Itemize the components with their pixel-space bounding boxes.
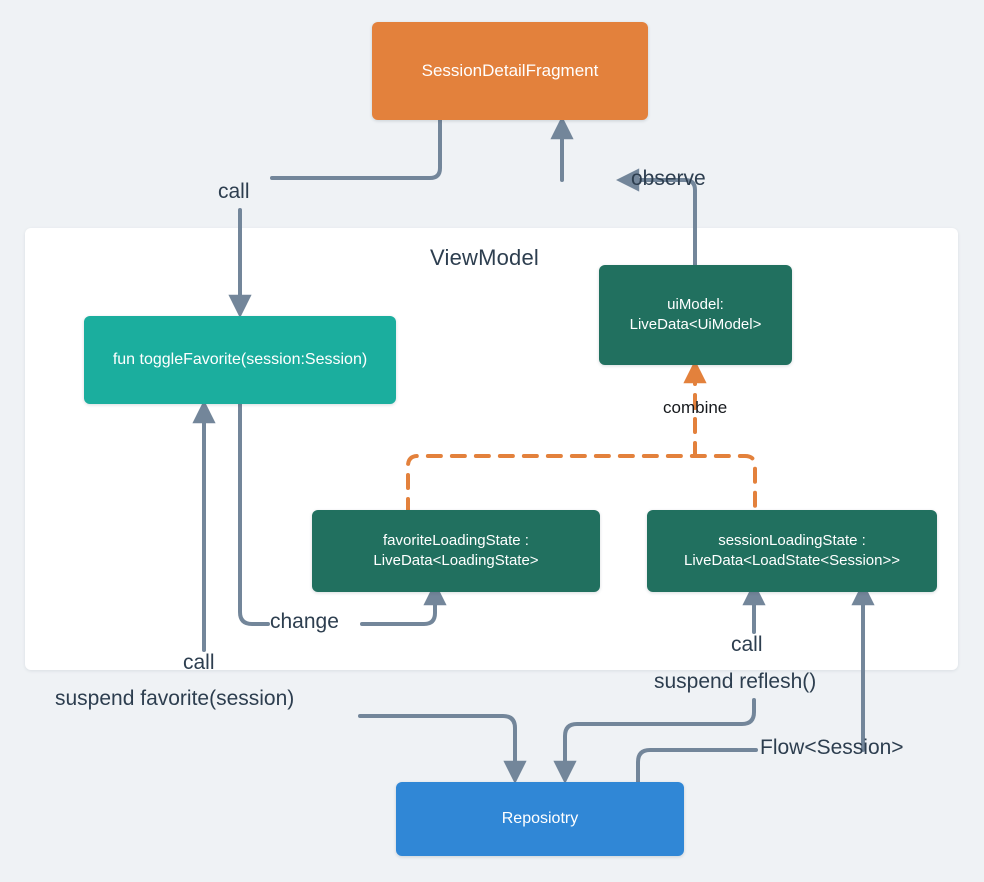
wire-flow-session-from-repository [636, 748, 758, 788]
node-toggle-favorite[interactable]: fun toggleFavorite(session:Session) [84, 316, 396, 404]
edge-label-suspend-favorite: suspend favorite(session) [55, 687, 295, 710]
node-session-detail-fragment-label: SessionDetailFragment [421, 60, 599, 80]
edge-label-combine: combine [663, 398, 728, 417]
wire-suspend-reflesh-to-repository [553, 698, 756, 784]
edge-label-suspend-reflesh: suspend reflesh() [654, 670, 817, 693]
edge-label-flow-session: Flow<Session> [760, 736, 904, 759]
node-favorite-loading-state[interactable]: favoriteLoadingState : LiveData<LoadingS… [312, 510, 600, 592]
wire-call-fragment-to-togglefavorite [270, 118, 442, 180]
viewmodel-panel-title: ViewModel [430, 245, 540, 270]
node-session-loading-state-label: sessionLoadingState : LiveData<LoadState… [684, 532, 900, 569]
node-ui-model[interactable]: uiModel: LiveData<UiModel> [599, 265, 792, 365]
edge-label-call-repository-togglefavorite: call [183, 651, 215, 674]
edge-label-call-repository-sessionloadingstate: call [731, 633, 763, 656]
node-toggle-favorite-label: fun toggleFavorite(session:Session) [112, 351, 368, 369]
node-repository-label: Reposiotry [501, 810, 579, 828]
edge-label-observe: observe [631, 167, 706, 190]
wire-suspend-favorite-to-repository [358, 714, 527, 784]
edge-label-change: change [270, 610, 339, 633]
node-ui-model-label: uiModel: LiveData<UiModel> [629, 296, 762, 333]
node-session-detail-fragment[interactable]: SessionDetailFragment [372, 22, 648, 120]
edge-label-call-fragment-togglefavorite: call [218, 180, 250, 203]
node-session-loading-state[interactable]: sessionLoadingState : LiveData<LoadState… [647, 510, 937, 592]
node-favorite-loading-state-label: favoriteLoadingState : LiveData<LoadingS… [373, 532, 539, 569]
node-repository[interactable]: Reposiotry [396, 782, 684, 856]
viewmodel-panel [25, 228, 958, 670]
